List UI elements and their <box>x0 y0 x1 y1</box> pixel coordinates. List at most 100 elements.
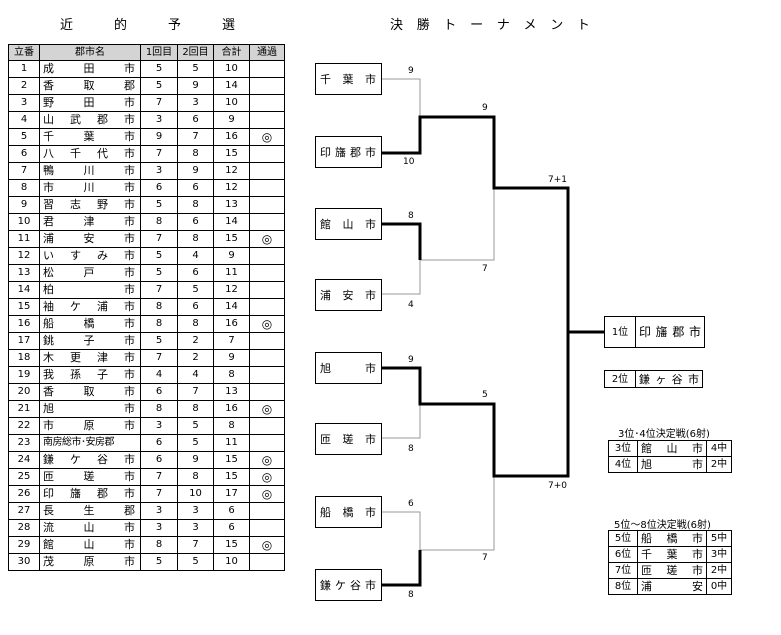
result-name: 浦安 <box>637 578 707 595</box>
final-title-char: ト <box>443 18 457 33</box>
prelim-title: 近 的 予 選 <box>60 14 235 33</box>
bracket-line <box>382 78 421 117</box>
score-label: 9 <box>408 66 414 76</box>
cell-name: 銚子市 <box>39 332 141 350</box>
bracket-team: 船橋市 <box>315 496 382 528</box>
final-title-char: メ <box>523 18 537 33</box>
bracket-team: 館山市 <box>315 208 382 240</box>
final-title-char: 決 <box>390 18 404 33</box>
bracket-team: 旭市 <box>315 352 382 384</box>
runner-up-box: 2位 鎌ヶ谷市 <box>604 370 703 388</box>
cell-name: 香取郡 <box>39 77 141 95</box>
cell-number: 30 <box>8 553 40 571</box>
third-place-table: 3位 館山市 4中 4位 旭市 2中 <box>608 440 732 473</box>
header-total: 合計 <box>213 44 250 61</box>
score-label: 9 <box>482 103 488 113</box>
bracket-win-lines <box>382 115 604 587</box>
prelim-header-row: 立番 郡市名 1回目 2回目 合計 通過 <box>8 44 285 61</box>
result-row: 8位 浦安 0中 <box>608 578 732 595</box>
prelim-title-char: 予 <box>167 18 181 33</box>
score-label: 10 <box>403 157 415 167</box>
result-name: 匝瑳市 <box>637 562 707 579</box>
fifth-place-table: 5位 船橋市 5中 6位 千葉市 3中 7位 匝瑳市 2中 8位 浦安 0中 <box>608 530 732 595</box>
score-label: 7+1 <box>548 175 567 185</box>
winner-path <box>382 222 422 260</box>
cell-name: 習志野市 <box>39 196 141 214</box>
cell-name: 我孫子市 <box>39 366 141 384</box>
cell-name: いすみ市 <box>39 247 141 265</box>
bracket-line <box>382 404 421 439</box>
cell-name: 茂原市 <box>39 553 141 571</box>
cell-name: 香取市 <box>39 383 141 401</box>
result-rank: 3位 <box>608 440 638 457</box>
bracket-line <box>420 188 495 261</box>
cell-pass <box>249 553 285 571</box>
result-score: 3中 <box>706 546 732 563</box>
result-score: 2中 <box>706 562 732 579</box>
header-number: 立番 <box>8 44 40 61</box>
header-name: 郡市名 <box>39 44 141 61</box>
fifth-place-title: 5位～8位決定戦(6射) <box>614 520 711 531</box>
final-title-char: ト <box>576 18 590 33</box>
bracket-team: 匝瑳市 <box>315 423 382 455</box>
cell-name: 市川市 <box>39 179 141 197</box>
runner-up-name: 鎌ヶ谷市 <box>635 370 703 388</box>
cell-round1: 5 <box>140 553 178 571</box>
result-name: 館山市 <box>637 440 707 457</box>
winner-path <box>382 332 570 478</box>
prelim-title-char: 近 <box>60 18 74 33</box>
result-rank: 4位 <box>608 456 638 473</box>
final-title-char: ー <box>470 18 484 33</box>
score-label: 5 <box>482 390 488 400</box>
score-label: 7 <box>482 264 488 274</box>
result-score: 2中 <box>706 456 732 473</box>
cell-name: 印旛郡市 <box>39 485 141 503</box>
result-score: 5中 <box>706 530 732 547</box>
cell-name: 柏市 <box>39 281 141 299</box>
bracket-team: 鎌ケ谷市 <box>315 569 382 601</box>
prelim-title-char: 選 <box>221 18 235 33</box>
header-round2: 2回目 <box>177 44 214 61</box>
final-title-char: ン <box>550 18 564 33</box>
winner-path <box>382 115 604 334</box>
result-name: 船橋市 <box>637 530 707 547</box>
final-title: 決 勝 ト ー ナ メ ン ト <box>390 14 590 33</box>
bracket-team: 印旛郡市 <box>315 136 382 168</box>
champion-box: 1位 印旛郡市 <box>604 316 705 348</box>
champion-rank: 1位 <box>604 316 636 348</box>
result-row: 7位 匝瑳市 2中 <box>608 562 732 579</box>
bracket-line <box>382 511 421 550</box>
score-label: 8 <box>408 211 414 221</box>
result-score: 4中 <box>706 440 732 457</box>
cell-name: 八千代市 <box>39 145 141 163</box>
result-rank: 7位 <box>608 562 638 579</box>
result-rank: 6位 <box>608 546 638 563</box>
score-label: 6 <box>408 499 414 509</box>
score-label: 8 <box>408 444 414 454</box>
winner-path <box>382 550 422 587</box>
score-label: 7+0 <box>548 481 567 491</box>
